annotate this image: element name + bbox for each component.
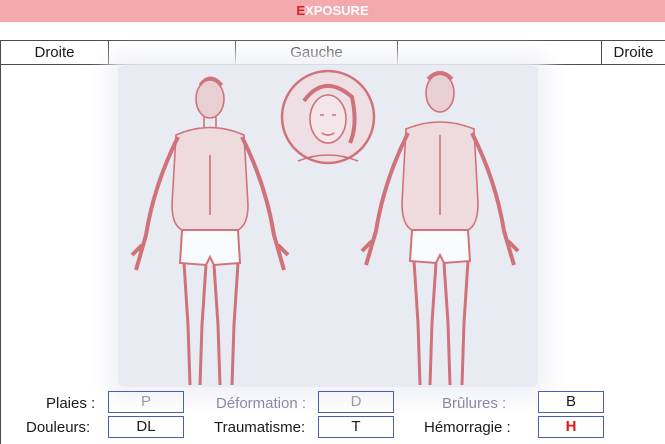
douleurs-code-box: DL: [108, 416, 184, 438]
plaies-label: Plaies :: [46, 395, 95, 412]
brulures-label: Brûlures :: [442, 395, 506, 412]
douleurs-label: Douleurs:: [26, 419, 90, 436]
col-droite-right: Droite: [601, 40, 665, 65]
traumatisme-code-box: T: [318, 416, 394, 438]
col-droite-left: Droite: [0, 40, 109, 65]
back-body-icon: [362, 73, 518, 385]
deformation-code-box: D: [318, 391, 394, 413]
plaies-code-box: P: [108, 391, 184, 413]
deformation-label: Déformation :: [216, 395, 306, 412]
column-header-row: Droite Gauche Droite: [0, 40, 665, 65]
front-body-icon: [132, 78, 288, 385]
hemorragie-code-box: H: [538, 416, 604, 438]
brulures-code-box: B: [538, 391, 604, 413]
human-body-front-back-icon[interactable]: [118, 65, 538, 387]
exposure-header: EXPOSURE: [0, 0, 665, 22]
header-rest: XPOSURE: [305, 3, 369, 18]
col-empty-2: [397, 40, 602, 65]
header-first-letter: E: [296, 3, 305, 18]
body-diagram-svg: [118, 65, 538, 387]
col-gauche: Gauche: [235, 40, 398, 65]
hemorragie-label: Hémorragie :: [424, 419, 511, 436]
head-detail-icon: [282, 71, 374, 163]
col-empty-1: [108, 40, 236, 65]
traumatisme-label: Traumatisme:: [214, 419, 305, 436]
